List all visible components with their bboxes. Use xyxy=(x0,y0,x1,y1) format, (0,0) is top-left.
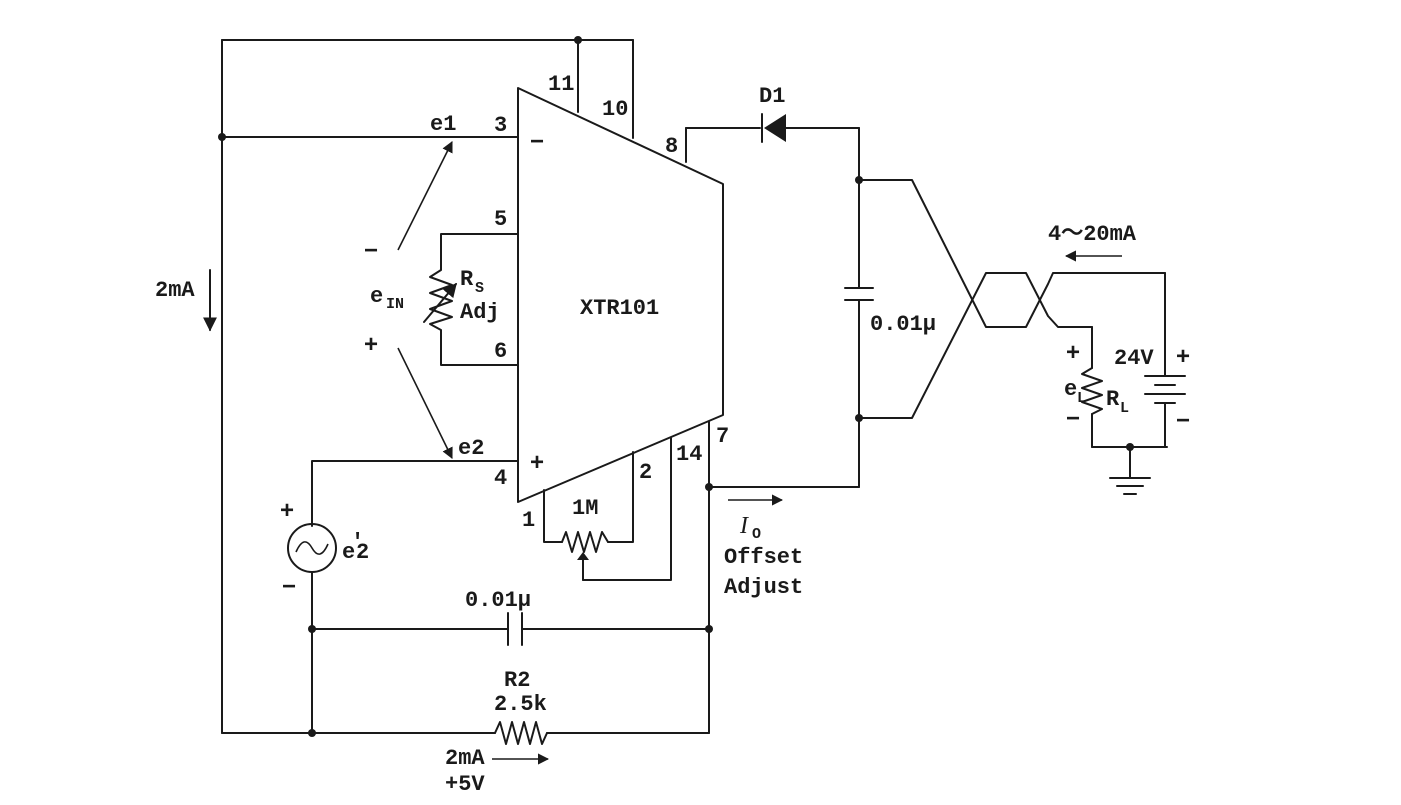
xtr101-chip-body xyxy=(517,87,724,503)
source-subscript: 2 xyxy=(356,540,369,565)
diode-label: D1 xyxy=(759,84,785,109)
rl-subscript: L xyxy=(1120,400,1129,417)
e2-label: e2 xyxy=(458,436,484,461)
rs-subscript: S xyxy=(475,280,484,297)
loop-current-label: 4～20mA xyxy=(1048,222,1137,247)
r2-value-label: 2.5k xyxy=(494,692,547,717)
pin-label-8: 8 xyxy=(665,134,678,159)
rs-adj-resistor xyxy=(423,269,457,331)
pin-label-10: 10 xyxy=(602,97,628,122)
pin3-wire xyxy=(218,133,519,141)
right-capacitor-label: 0.01μ xyxy=(870,312,936,337)
ein-subscript: IN xyxy=(386,296,404,313)
pin-label-7: 7 xyxy=(716,424,729,449)
bottom-capacitor-label: 0.01μ xyxy=(465,588,531,613)
pin-label-4: 4 xyxy=(494,466,507,491)
battery-plus-sign: + xyxy=(1176,343,1190,370)
pin7-wire xyxy=(705,421,860,734)
bottom-capacitor xyxy=(308,612,713,646)
pin-label-5: 5 xyxy=(494,207,507,232)
chip-inv-input-sign: − xyxy=(530,128,544,155)
trim-pot-1m xyxy=(543,437,672,581)
source-plus-sign: + xyxy=(280,497,294,524)
ein-minus-sign: − xyxy=(364,237,378,264)
bottom-voltage-label: +5V xyxy=(445,772,485,797)
offset-label-line2: Adjust xyxy=(724,575,803,600)
r2-resistor xyxy=(221,721,710,745)
ground-symbol xyxy=(1109,446,1151,495)
pin4-wire xyxy=(311,460,519,527)
pin-label-6: 6 xyxy=(494,339,507,364)
chip-noninv-input-sign: + xyxy=(530,449,544,476)
rl-label: R xyxy=(1106,387,1120,412)
el-subscript: L xyxy=(1077,390,1086,407)
pin-label-3: 3 xyxy=(494,113,507,138)
pin-label-2: 2 xyxy=(639,460,652,485)
r2-name-label: R2 xyxy=(504,668,530,693)
bottom-current-label: 2mA xyxy=(445,746,485,771)
left-current-label: 2mA xyxy=(155,278,195,303)
source-label: e xyxy=(342,540,355,565)
battery-minus-sign: − xyxy=(1176,407,1190,434)
pin8-wire xyxy=(685,127,860,488)
e1-label: e1 xyxy=(430,112,456,137)
twisted-pair-wires xyxy=(858,179,1166,419)
ein-label: e xyxy=(370,284,383,309)
top-rail-wires xyxy=(221,36,634,734)
ein-arrow-down xyxy=(397,347,453,460)
source-minus-sign: − xyxy=(282,573,296,600)
el-plus-sign: + xyxy=(1066,339,1080,366)
chip-name: XTR101 xyxy=(580,296,659,321)
el-label: e xyxy=(1064,377,1077,402)
trim-pot-label: 1M xyxy=(572,496,598,521)
ein-plus-sign: + xyxy=(364,331,378,358)
pin-label-14: 14 xyxy=(676,442,702,467)
rs-label: R xyxy=(460,267,474,292)
io-subscript: O xyxy=(752,526,761,543)
ein-arrow-up xyxy=(397,140,453,251)
offset-label-line1: Offset xyxy=(724,545,803,570)
ac-source-e2prime xyxy=(287,523,337,734)
source-prime: ′ xyxy=(351,530,364,555)
battery-24v xyxy=(1144,272,1186,448)
battery-label: 24V xyxy=(1114,346,1154,371)
el-minus-sign: − xyxy=(1066,405,1080,432)
pin-label-11: 11 xyxy=(548,72,574,97)
rs-adj-label: Adj xyxy=(460,300,500,325)
pin-label-1: 1 xyxy=(522,508,535,533)
diode-d1 xyxy=(761,113,786,143)
io-label: I xyxy=(739,513,749,539)
